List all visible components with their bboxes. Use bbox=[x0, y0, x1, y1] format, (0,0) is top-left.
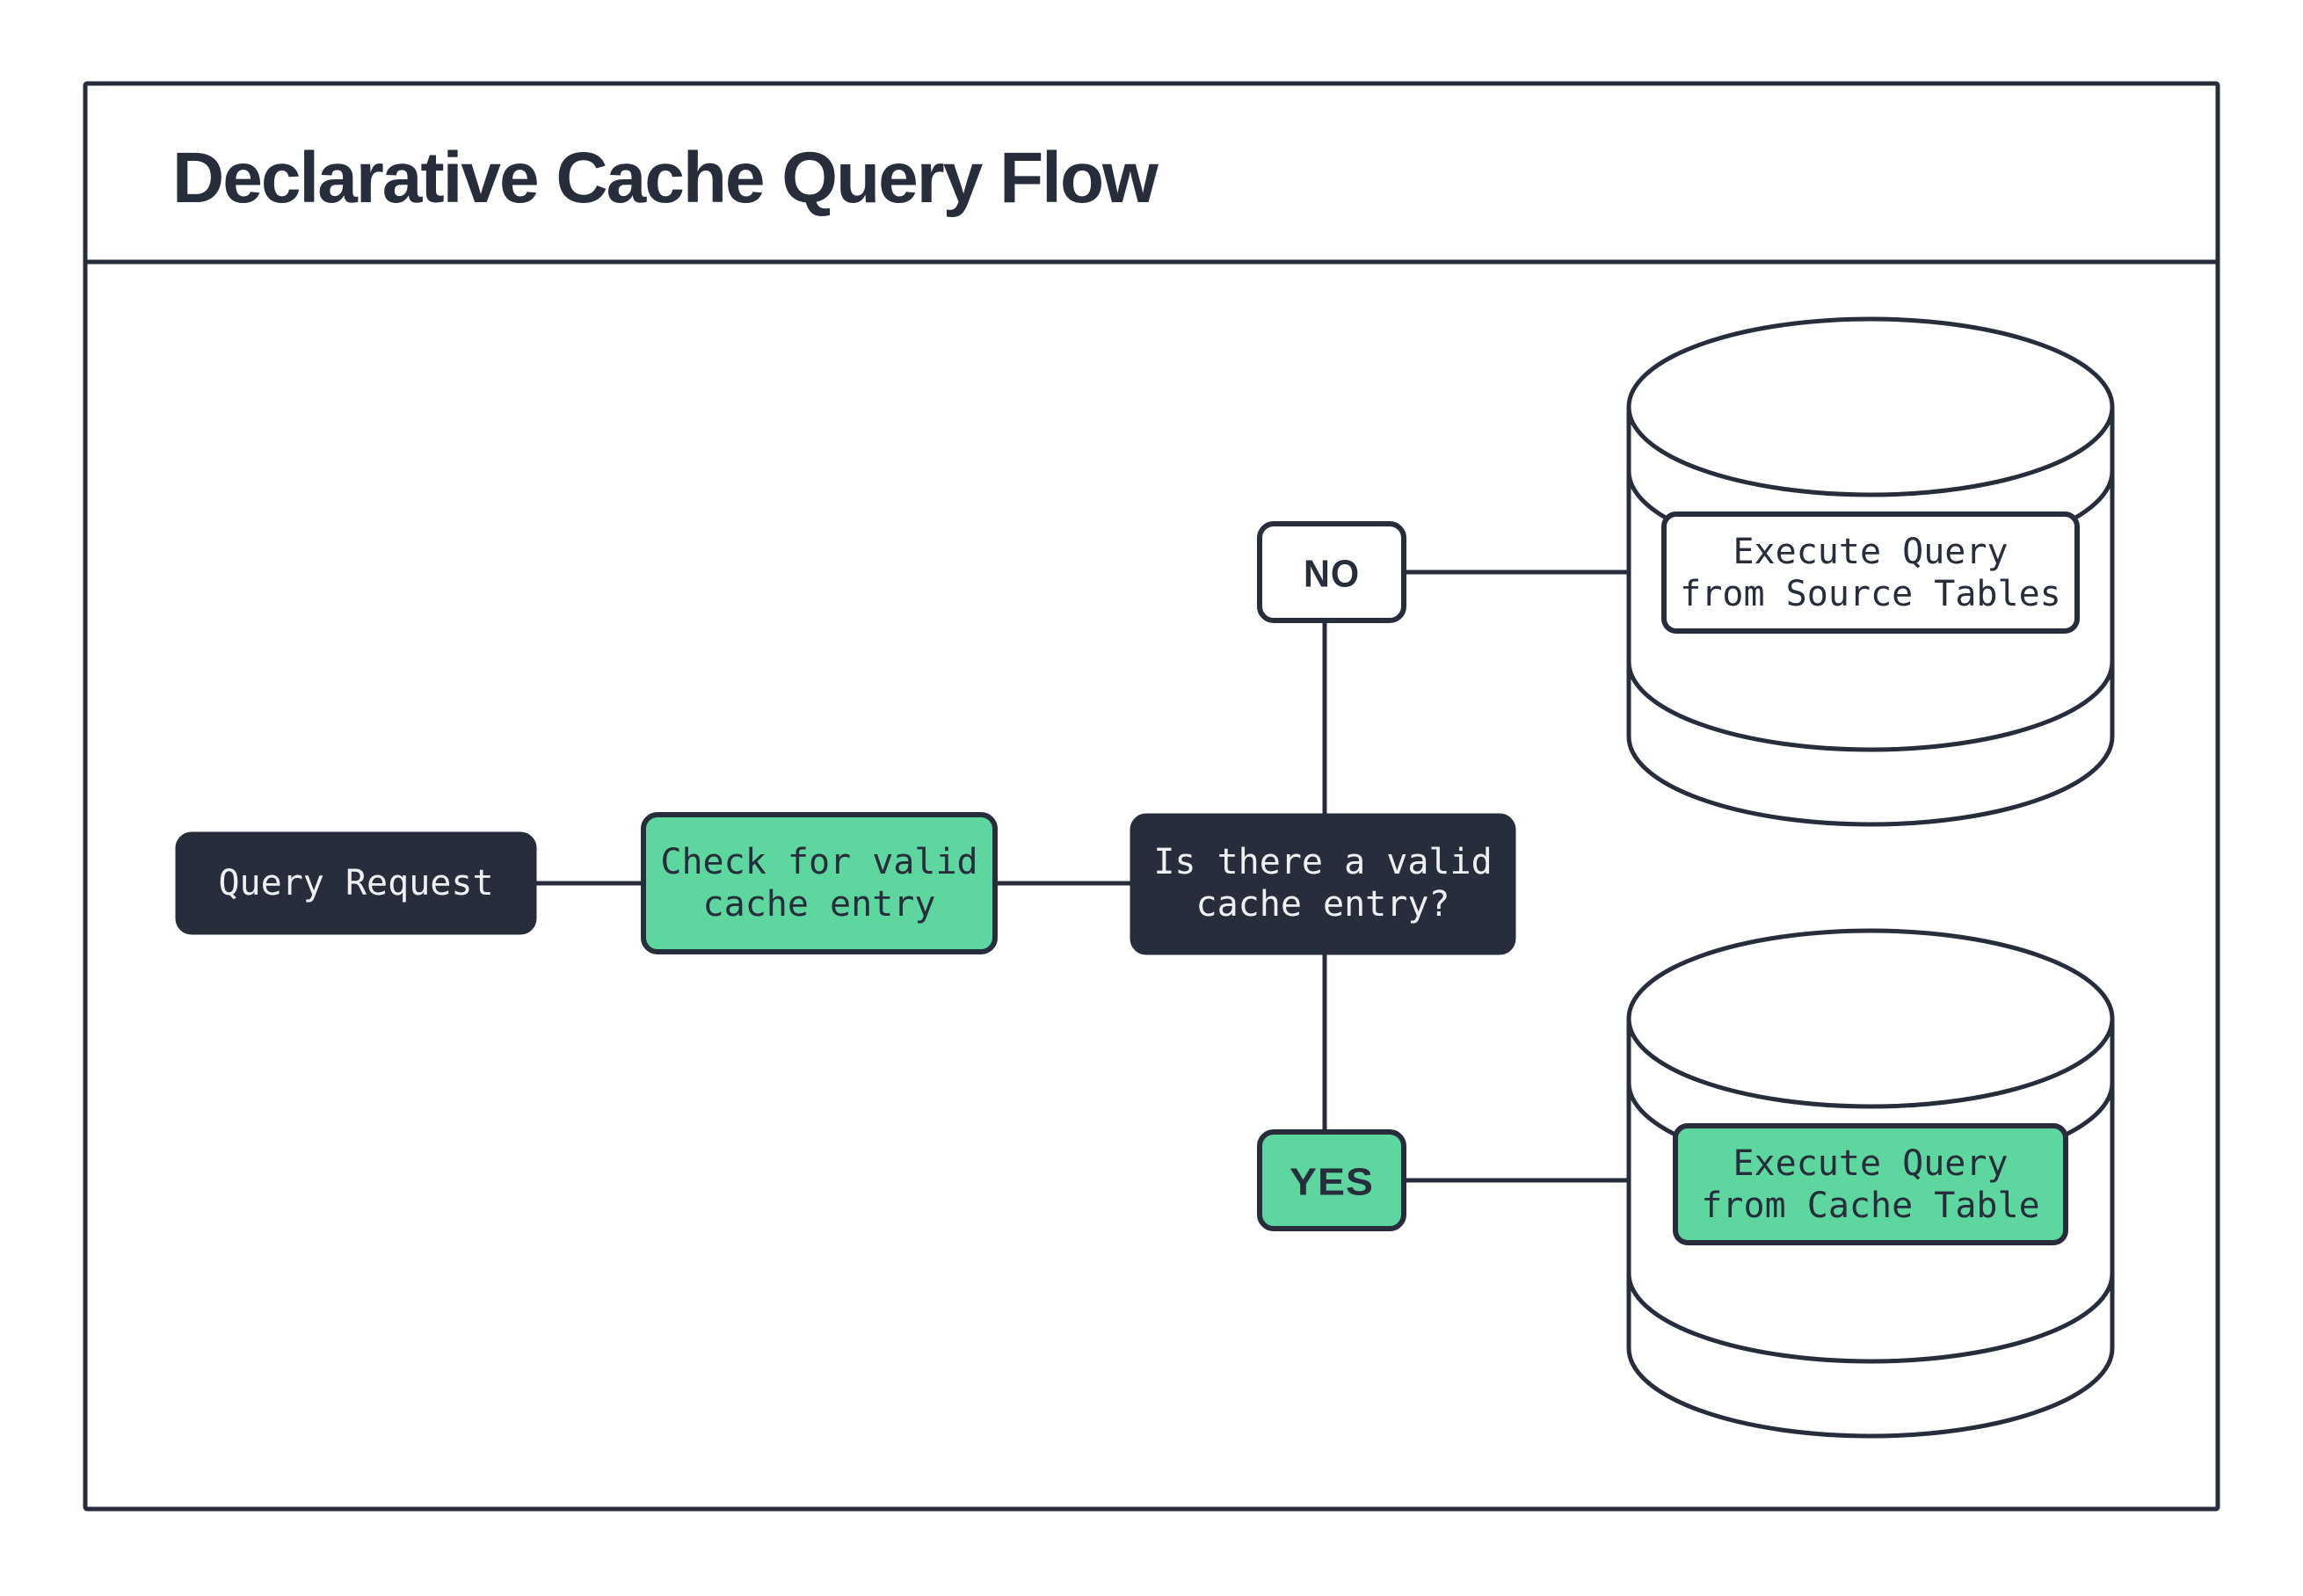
node-no-badge: NO bbox=[1257, 521, 1406, 623]
no-badge-box bbox=[1257, 521, 1406, 623]
node-query-request: Query Request bbox=[175, 831, 537, 935]
source-db-label-line2: from Source Tables bbox=[1680, 574, 2060, 614]
query-request-box bbox=[175, 831, 537, 935]
check-cache-box bbox=[641, 812, 998, 954]
decision-label-line1: Is there a valid bbox=[1153, 842, 1492, 882]
database-source-icon: Execute Query from Source Tables bbox=[1626, 316, 2115, 827]
cache-db-top-ellipse bbox=[1626, 928, 2115, 1109]
source-db-label-box bbox=[1661, 511, 2080, 634]
decision-box bbox=[1130, 813, 1516, 955]
cache-db-disk-arc-2 bbox=[1626, 1273, 2115, 1364]
node-yes-badge: YES bbox=[1257, 1129, 1406, 1231]
node-decision: Is there a valid cache entry? bbox=[1130, 813, 1516, 955]
source-db-label-line1: Execute Query bbox=[1733, 532, 2008, 572]
node-check-cache: Check for valid cache entry bbox=[641, 812, 998, 954]
source-db-disk-arc-2 bbox=[1626, 661, 2115, 752]
check-cache-label-line1: Check for valid bbox=[660, 842, 977, 882]
source-db-top-ellipse bbox=[1626, 316, 2115, 497]
cache-db-label-line2: from Cache Table bbox=[1701, 1186, 2039, 1226]
page-title: Declarative Cache Query Flow bbox=[172, 138, 1159, 218]
query-request-label: Query Request bbox=[218, 863, 493, 903]
edges bbox=[534, 569, 1631, 1183]
cache-db-label-line1: Execute Query bbox=[1733, 1143, 2008, 1184]
yes-badge-label: YES bbox=[1290, 1161, 1374, 1204]
no-badge-label: NO bbox=[1304, 553, 1360, 596]
decision-label-line2: cache entry? bbox=[1196, 884, 1450, 925]
yes-badge-box bbox=[1257, 1129, 1406, 1231]
check-cache-label-line2: cache entry bbox=[703, 884, 936, 925]
database-cache-icon: Execute Query from Cache Table bbox=[1626, 928, 2115, 1439]
outer-border bbox=[83, 81, 2220, 1512]
cache-db-label-box bbox=[1673, 1123, 2068, 1245]
